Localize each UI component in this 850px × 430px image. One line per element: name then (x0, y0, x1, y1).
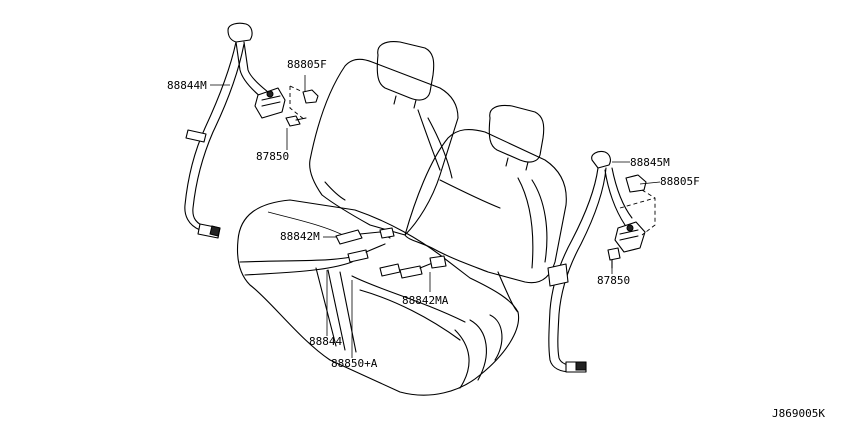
lap-belt-center (347, 243, 386, 263)
seatback-right (404, 128, 567, 313)
retractor-right (614, 221, 646, 253)
label-belt-center: 88844 (309, 335, 343, 348)
bolt-cover-right (619, 174, 656, 236)
shoulder-belt-right (547, 150, 633, 373)
headrest-left (376, 41, 435, 109)
bolt-left (285, 115, 307, 127)
label-bolt-right: 87850 (597, 274, 631, 287)
headrest-right (488, 104, 545, 171)
label-bolt-left: 87850 (256, 150, 290, 163)
buckle-left (335, 227, 395, 245)
label-bolt-cover-left: 88805F (287, 58, 327, 71)
label-belt-center-assy: 88850+A (331, 357, 378, 370)
shoulder-belt-left (184, 22, 269, 239)
seatback-left (309, 58, 459, 236)
label-bolt-cover-right: 88805F (660, 175, 700, 188)
diagram-code: J869005K (772, 407, 825, 420)
label-buckle-center: 88842MA (402, 294, 449, 307)
leader-lines (210, 75, 661, 358)
buckle-center (379, 255, 447, 279)
label-belt-right: 88845M (630, 156, 670, 169)
bolt-right (607, 247, 621, 269)
label-buckle-left: 88842M (280, 230, 320, 243)
retractor-left (254, 87, 286, 119)
seat-cushion (236, 199, 520, 396)
label-belt-left: 88844M (167, 79, 207, 92)
bolt-cover-left (289, 85, 319, 121)
